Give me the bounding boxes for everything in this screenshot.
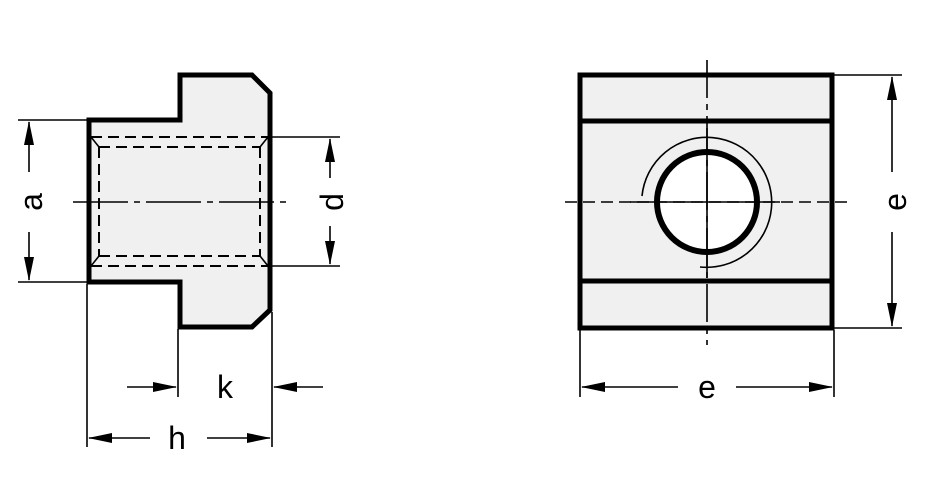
label-e-horizontal: e — [698, 369, 716, 405]
dimension-k: k — [127, 312, 323, 447]
label-a: a — [13, 193, 49, 211]
label-h: h — [168, 420, 186, 456]
label-d: d — [314, 193, 350, 211]
dimension-h: h — [86, 284, 271, 456]
dimension-d: d — [270, 136, 350, 267]
thread-arc — [641, 136, 773, 269]
label-k: k — [217, 369, 234, 405]
front-view: e e — [565, 60, 913, 405]
dimension-a: a — [13, 119, 89, 283]
dimension-e-horizontal: e — [579, 330, 835, 405]
dimension-e-vertical: e — [834, 74, 913, 329]
label-e-vertical: e — [877, 193, 913, 211]
side-view-outline — [86, 72, 273, 330]
side-view: a d k h — [13, 72, 350, 456]
